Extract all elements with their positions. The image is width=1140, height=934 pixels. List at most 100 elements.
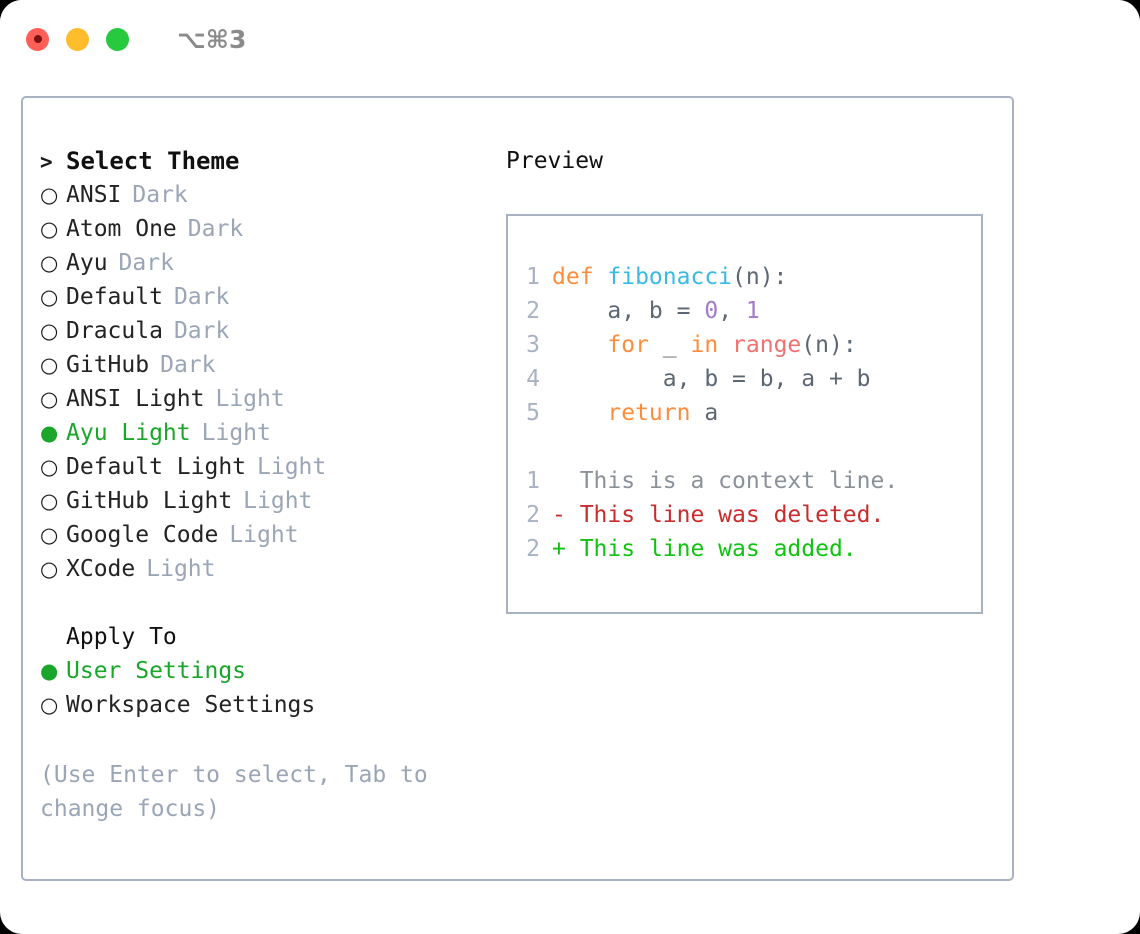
minimize-window-icon[interactable] [66,27,89,51]
code-token-kw: def [552,264,608,290]
radio-unselected-icon[interactable]: ○ [40,489,59,513]
theme-list-item[interactable]: ○ Atom One Dark [40,212,493,246]
traffic-lights [26,27,129,51]
code-token-punc: (n): [732,264,788,290]
radio-selected-icon[interactable]: ● [40,421,59,445]
radio-unselected-icon[interactable]: ○ [40,387,59,411]
close-window-inner-dot [33,35,42,43]
radio-unselected-icon[interactable]: ○ [40,523,59,547]
keyboard-hint-text: (Use Enter to select, Tab to change focu… [40,762,428,822]
code-line-number: 2 [526,298,540,324]
theme-kind-label: Light [243,488,313,514]
theme-name: Default [66,284,163,310]
theme-kind-label: Dark [160,352,216,378]
diff-line-content: This is a context line. [565,468,899,494]
theme-kind-label: Dark [187,216,244,242]
radio-unselected-icon[interactable]: ○ [40,285,59,309]
radio-unselected-icon[interactable]: ○ [40,455,59,479]
code-token-id [718,332,732,358]
theme-list-item[interactable]: ○ Default Dark [40,280,493,314]
radio-unselected-icon[interactable]: ○ [40,319,59,343]
apply-to-option[interactable]: ○ Workspace Settings [40,688,493,722]
code-line: 2 a, b = 0, 1 [522,294,981,328]
theme-name: XCode [66,556,136,582]
theme-kind-label: Dark [118,250,174,276]
code-line-content: def fibonacci(n): [552,260,787,294]
code-line: 5 return a [522,396,981,430]
keyboard-shortcut-label: ⌥⌘3 [177,24,247,54]
code-line-content: return a [552,396,718,430]
page-title: Select Theme [66,147,240,175]
theme-kind-label: Light [146,556,216,582]
diff-line: 2 + This line was added. [522,532,981,566]
diff-line: 1 This is a context line. [522,464,981,498]
radio-unselected-icon[interactable]: ○ [40,217,59,241]
radio-unselected-icon[interactable]: ○ [40,353,59,377]
diff-line-number: 1 [526,468,540,494]
radio-unselected-icon[interactable]: ○ [40,557,59,581]
theme-kind-label: Dark [173,284,230,310]
code-token-num: 0 [704,298,719,324]
theme-list-item[interactable]: ○ Ayu Dark [40,246,493,280]
code-token-id: a [690,400,719,426]
theme-name: Google Code [66,522,219,548]
code-line-number: 3 [526,332,540,358]
radio-unselected-icon[interactable]: ○ [40,251,59,275]
radio-unselected-icon[interactable]: ○ [40,693,59,717]
theme-list-item[interactable]: ○ XCode Light [40,552,493,586]
maximize-window-icon[interactable] [106,27,129,51]
code-line-content: a, b = 0, 1 [552,294,760,328]
code-line-number: 5 [526,400,540,426]
diff-line-content: This line was deleted. [565,502,885,528]
theme-name: ANSI [66,182,122,208]
diff-sign: + [552,536,566,562]
code-token-id [552,332,607,358]
code-line-number: 4 [526,366,540,392]
theme-list-item[interactable]: ○ GitHub Light Light [40,484,493,518]
apply-to-option-label: Workspace Settings [66,692,316,718]
theme-kind-label: Light [257,454,327,480]
diff-sample: 1 This is a context line.2- This line wa… [522,464,981,566]
code-token-kw: for [607,332,649,358]
apply-to-spacer: ○ [40,620,66,654]
code-token-id: a, b = b, a + b [552,366,871,392]
theme-name: GitHub Light [66,488,233,514]
close-window-icon[interactable] [26,27,49,51]
radio-selected-icon[interactable]: ● [40,659,59,683]
diff-sign [552,464,566,498]
theme-name: Ayu [66,250,108,276]
diff-line-number: 2 [526,502,540,528]
theme-kind-label: Light [215,386,285,412]
diff-line-content: This line was added. [565,536,857,562]
code-token-id: , [718,298,746,324]
theme-name: Atom One [66,216,177,242]
apply-to-option[interactable]: ●User Settings [40,654,493,688]
select-theme-header: > Select Theme [40,144,493,178]
apply-to-section: ○ Apply To ●User Settings○Workspace Sett… [40,620,493,722]
code-line-content: a, b = b, a + b [552,362,871,396]
code-line: 4 a, b = b, a + b [522,362,981,396]
preview-header: Preview [506,148,603,174]
radio-unselected-icon[interactable]: ○ [40,183,59,207]
code-token-id: _ [648,332,691,358]
code-token-punc: (n): [801,332,857,358]
code-diff-spacer [522,430,981,464]
code-token-num: 1 [745,298,760,324]
code-token-fn: fibonacci [607,264,733,290]
diff-line-number: 2 [526,536,540,562]
